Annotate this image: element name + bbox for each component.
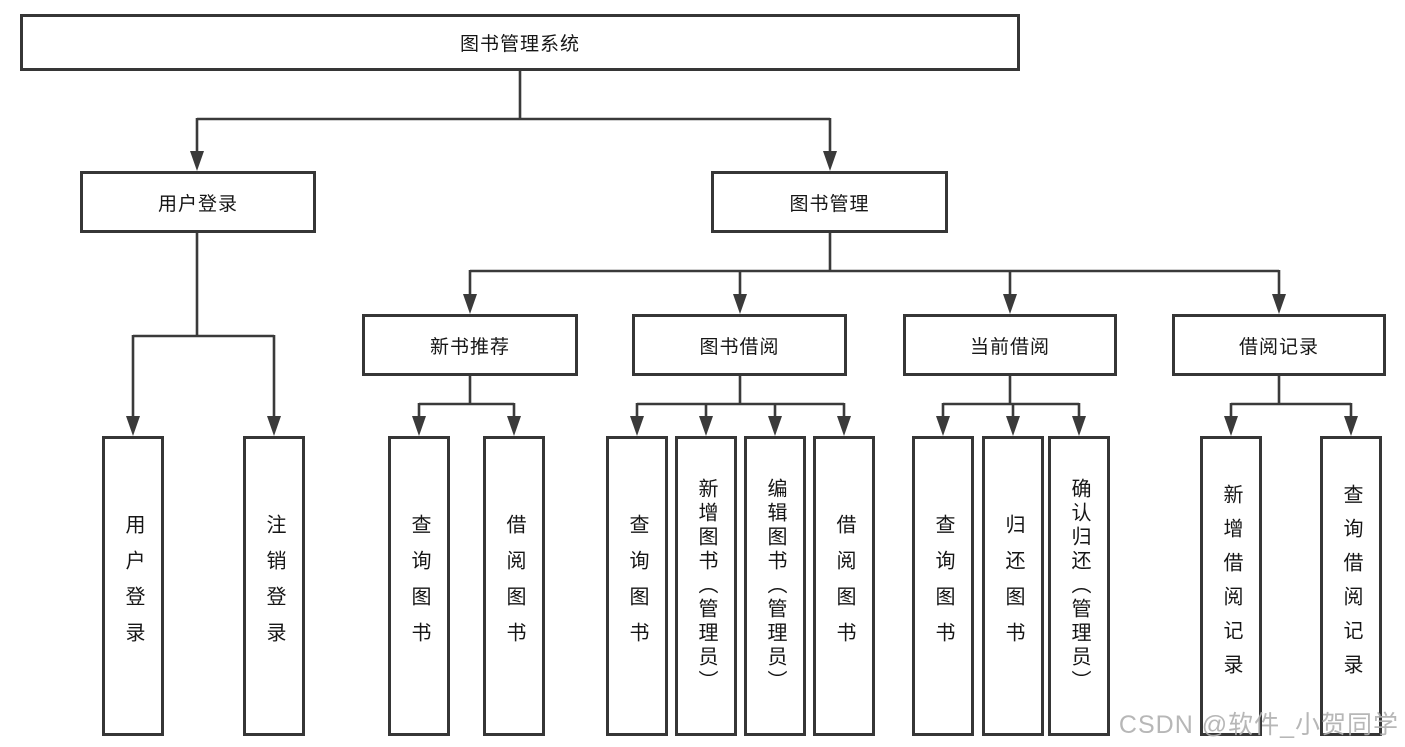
leaf-confirm-return-admin: 确认归还（管理员） (1048, 436, 1110, 736)
node-book-management: 图书管理 (711, 171, 948, 233)
node-current-borrowing: 当前借阅 (903, 314, 1117, 376)
leaf-user-login: 用户登录 (102, 436, 164, 736)
leaf-logout: 注销登录 (243, 436, 305, 736)
node-library-management-system: 图书管理系统 (20, 14, 1020, 71)
node-book-borrowing: 图书借阅 (632, 314, 847, 376)
leaf-borrow-books: 借阅图书 (813, 436, 875, 736)
leaf-add-books-admin: 新增图书（管理员） (675, 436, 737, 736)
leaf-add-borrow-record: 新增借阅记录 (1200, 436, 1262, 736)
leaf-query-borrow-record: 查询借阅记录 (1320, 436, 1382, 736)
node-new-book-recommendation: 新书推荐 (362, 314, 578, 376)
leaf-return-books: 归还图书 (982, 436, 1044, 736)
node-borrowing-records: 借阅记录 (1172, 314, 1386, 376)
leaf-query-books-recommend: 查询图书 (388, 436, 450, 736)
node-user-login: 用户登录 (80, 171, 316, 233)
csdn-watermark: CSDN @软件_小贺同学 (1118, 711, 1399, 739)
leaf-query-books-borrow: 查询图书 (606, 436, 668, 736)
leaf-query-books-current: 查询图书 (912, 436, 974, 736)
leaf-edit-books-admin: 编辑图书（管理员） (744, 436, 806, 736)
leaf-borrow-books-recommend: 借阅图书 (483, 436, 545, 736)
